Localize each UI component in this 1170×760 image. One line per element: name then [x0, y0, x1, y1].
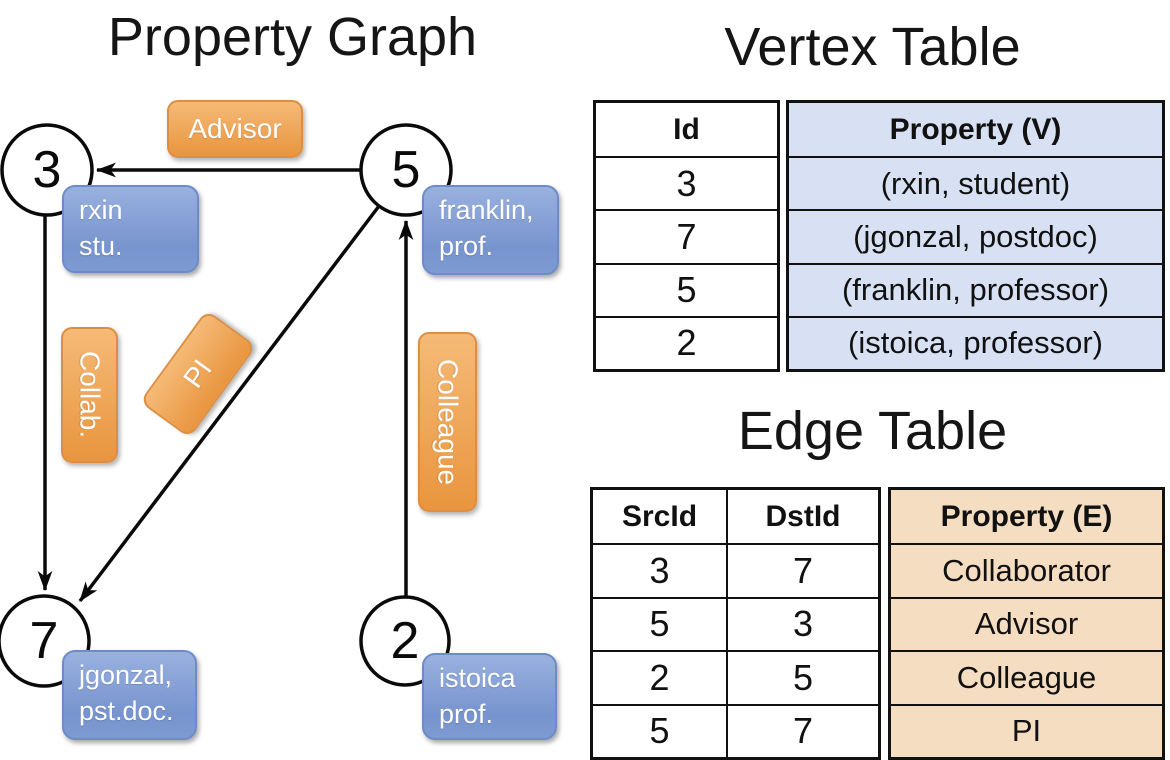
vertex-label-line: franklin, — [439, 195, 534, 225]
node-id-5: 5 — [391, 141, 421, 199]
vertex-table-id-cell: 2 — [596, 315, 777, 369]
edge-table-property-cell: Colleague — [891, 650, 1162, 704]
vertex-table-property-cell: (rxin, student) — [789, 156, 1162, 210]
vertex-table-header-property: Property (V) — [789, 103, 1162, 157]
edge-table-property-cell: Collaborator — [891, 543, 1162, 597]
edge-table-header-property: Property (E) — [891, 490, 1162, 544]
vertex-table-id-cell: 7 — [596, 209, 777, 262]
edge-table-dst-cell: 5 — [728, 650, 878, 703]
edge-table-src-cell: 5 — [593, 596, 728, 651]
edge-table-dst-cell: 7 — [728, 703, 878, 757]
node-id-3: 3 — [32, 141, 62, 199]
edge-table-property-cell: Advisor — [891, 596, 1162, 651]
edge-table-src-cell: 2 — [593, 650, 728, 704]
edge-label-text: Collab. — [74, 351, 106, 439]
edge-label-text: Colleague — [432, 358, 464, 486]
vertex-table-property-cell: (jgonzal, postdoc) — [789, 209, 1162, 263]
vertex-label-istoica: istoica prof. — [422, 653, 557, 740]
vertex-table-id-column: Id 3 7 5 2 — [593, 100, 780, 372]
edge-label-colleague: Colleague — [418, 332, 477, 512]
vertex-label-line: stu. — [79, 230, 123, 261]
vertex-label-line: jgonzal, — [79, 660, 173, 690]
edge-table-header-srcid: SrcId — [593, 490, 728, 544]
vertex-table-property-column: Property (V) (rxin, student) (jgonzal, p… — [786, 100, 1165, 372]
vertex-label-line: prof. — [439, 698, 494, 729]
vertex-table-id-cell: 3 — [596, 156, 777, 209]
vertex-table-property-cell: (istoica, professor) — [789, 315, 1162, 369]
vertex-table-header-id: Id — [673, 112, 700, 146]
edge-label-advisor: Advisor — [167, 100, 303, 158]
node-id-2: 2 — [390, 612, 420, 670]
edge-table-dst-cell: 7 — [728, 543, 878, 596]
vertex-label-line: istoica — [439, 663, 516, 693]
edge-table-id-columns: SrcId DstId 3 7 5 3 2 5 5 7 — [590, 487, 881, 760]
edge-label-collab: Collab. — [61, 327, 118, 463]
property-graph-canvas — [0, 123, 453, 688]
edge-table-property-cell: PI — [891, 703, 1162, 757]
node-id-7: 7 — [29, 612, 59, 670]
edge-table-src-cell: 5 — [593, 703, 728, 757]
edge-table-title: Edge Table — [737, 401, 1008, 461]
vertex-label-line: rxin — [79, 195, 123, 225]
vertex-table-id-cell: 5 — [596, 262, 777, 316]
vertex-label-line: prof. — [439, 230, 494, 261]
vertex-label-line: pst.doc. — [79, 695, 174, 726]
edge-table-property-column: Property (E) Collaborator Advisor Collea… — [888, 487, 1165, 760]
edge-label-text: Advisor — [188, 113, 282, 144]
vertex-table-property-cell: (franklin, professor) — [789, 262, 1162, 316]
property-graph-title: Property Graph — [107, 7, 478, 67]
vertex-table-title: Vertex Table — [724, 17, 1021, 77]
edge-label-text: PI — [177, 353, 218, 394]
edge-table-src-cell: 3 — [593, 543, 728, 597]
vertex-label-jgonzal: jgonzal, pst.doc. — [62, 650, 197, 740]
vertex-label-franklin: franklin, prof. — [422, 185, 559, 275]
edge-table-header-dstid: DstId — [765, 499, 841, 533]
edge-5-to-7-pi — [78, 204, 381, 603]
vertex-label-rxin: rxin stu. — [62, 185, 199, 273]
edge-table-dst-cell: 3 — [728, 596, 878, 650]
